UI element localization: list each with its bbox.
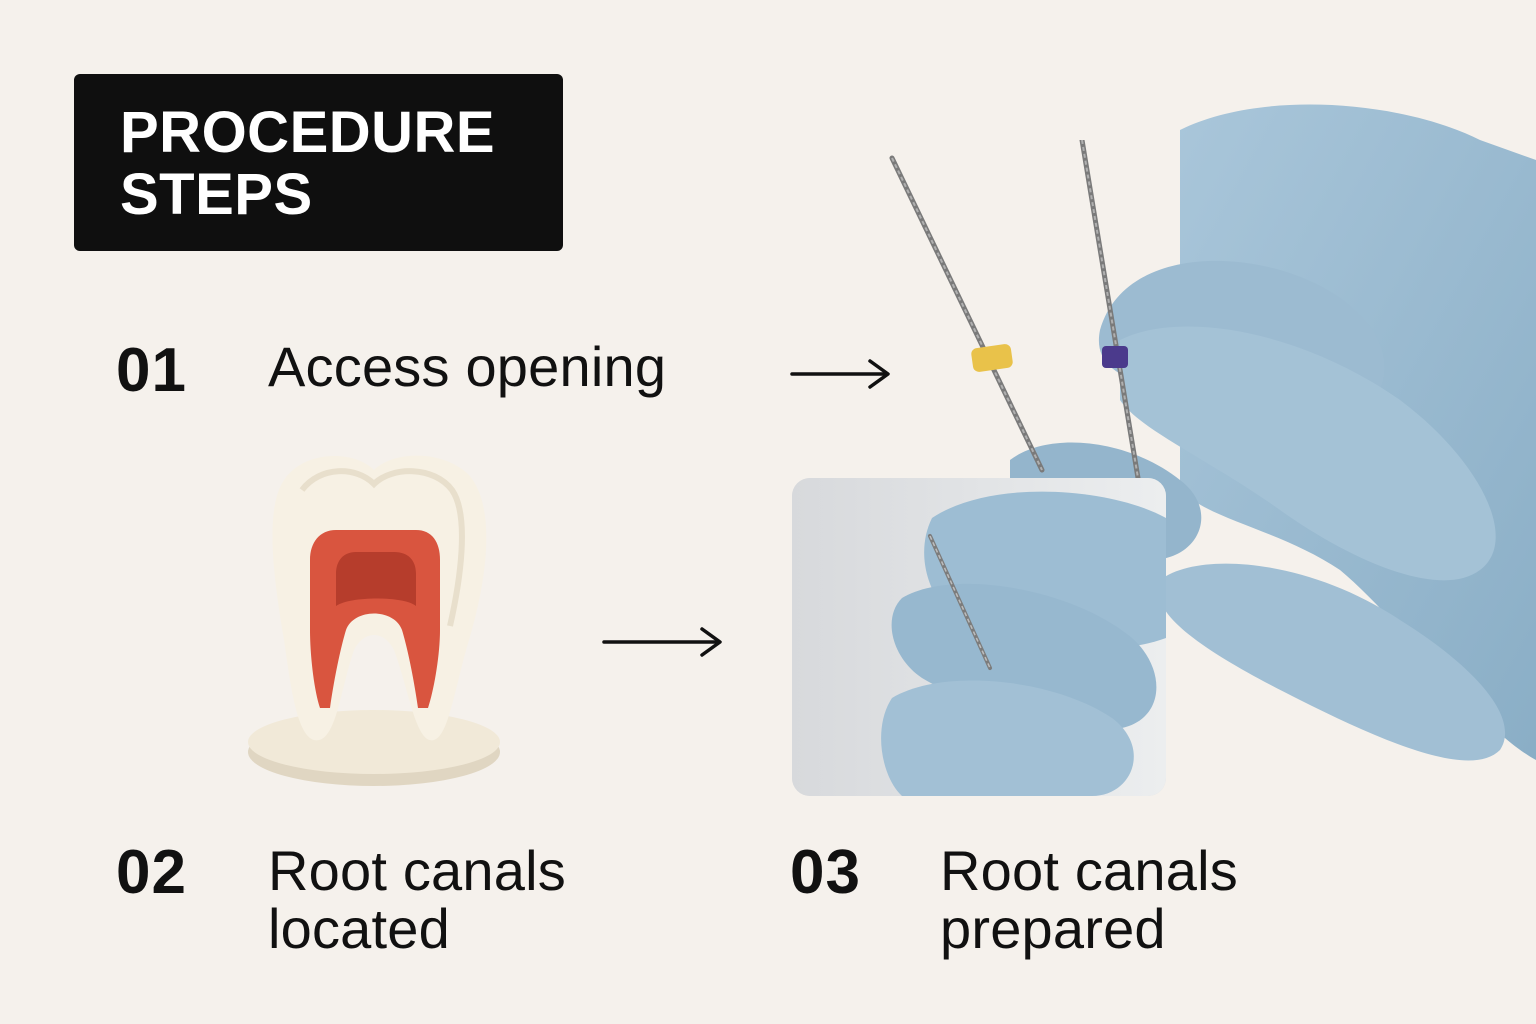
tooth-model-icon <box>248 455 500 786</box>
endodontic-file-icon <box>889 140 1141 481</box>
title-line-1: PROCEDURE <box>120 100 496 165</box>
arrow-right-icon <box>602 627 722 657</box>
step-3-label: Root canals prepared <box>940 842 1238 958</box>
step-3-number: 03 <box>790 838 861 907</box>
procedure-steps-title: PROCEDURE STEPS <box>74 74 563 251</box>
arrow-right-icon <box>790 359 890 389</box>
step-1-label: Access opening <box>268 335 667 398</box>
gloved-fingers-closeup-icon <box>792 478 1166 796</box>
title-line-2: STEPS <box>120 162 313 227</box>
step-2-label: Root canals located <box>268 842 566 958</box>
step-2-label-line-2: located <box>268 897 450 960</box>
step-3-photo-panel <box>792 478 1166 796</box>
step-2-number: 02 <box>116 838 187 907</box>
step-3-label-line-2: prepared <box>940 897 1166 960</box>
step-1-number: 01 <box>116 336 187 405</box>
step-2-label-line-1: Root canals <box>268 839 566 902</box>
step-3-label-line-1: Root canals <box>940 839 1238 902</box>
